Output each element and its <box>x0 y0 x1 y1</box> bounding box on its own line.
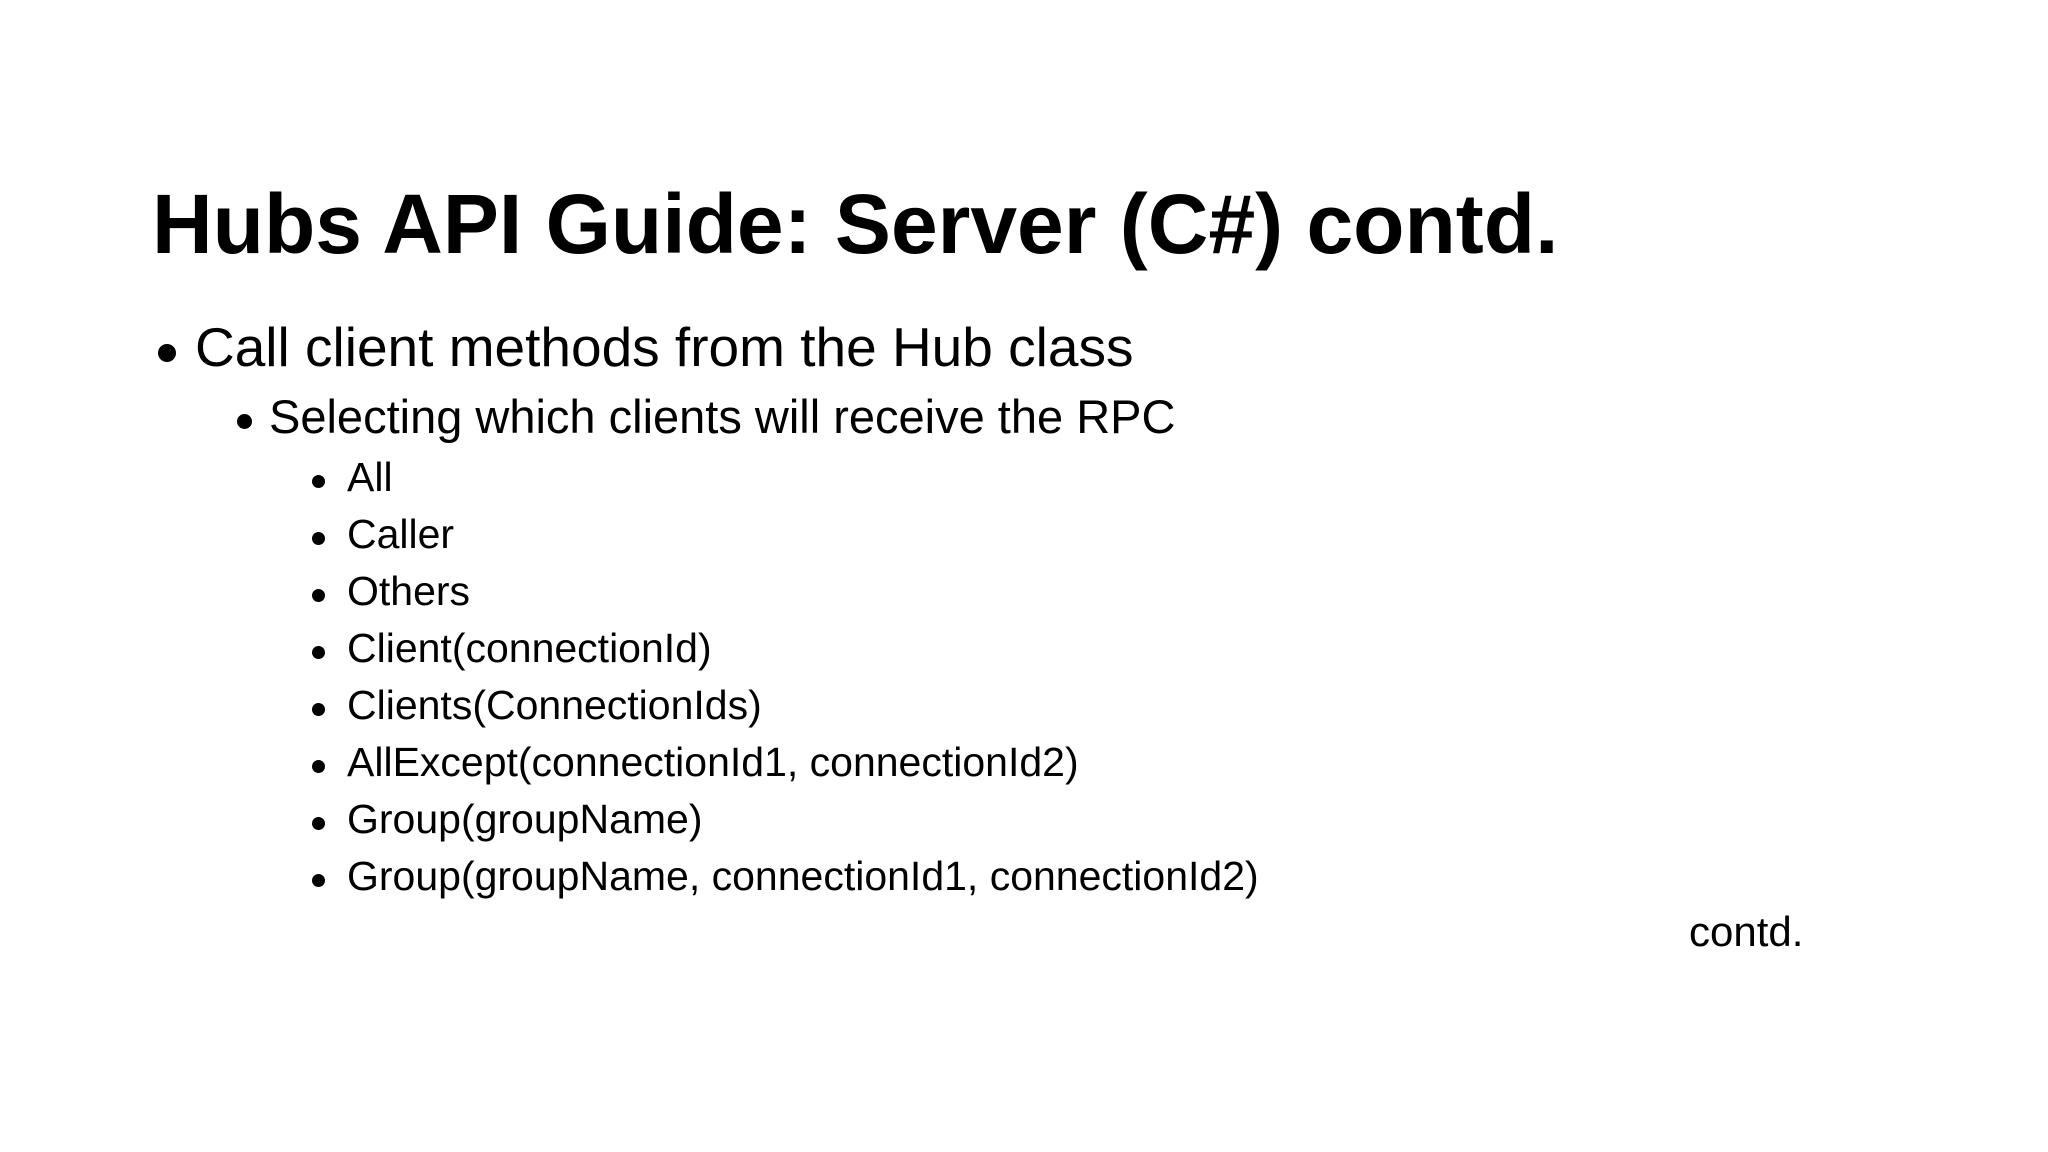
list-item-caller: Caller <box>312 511 455 557</box>
bullet-marker <box>312 817 325 830</box>
bullet-marker <box>312 532 325 545</box>
bullet-marker <box>312 646 325 659</box>
list-item-others: Others <box>312 568 471 614</box>
bullet-marker <box>312 475 325 488</box>
list-item-text: Selecting which clients will receive the… <box>269 390 1176 443</box>
list-item-call-client-methods: Call client methods from the Hub class <box>158 320 1133 375</box>
bullet-marker <box>312 703 325 716</box>
list-item-text: All <box>347 454 393 500</box>
list-item-group-groupname: Group(groupName) <box>312 796 703 842</box>
list-item-text: Group(groupName) <box>347 796 703 842</box>
list-item-client-connectionid: Client(connectionId) <box>312 625 712 671</box>
bullet-marker <box>158 344 176 362</box>
list-item-text: Caller <box>347 511 455 557</box>
list-item-group-overload: Group(groupName, connectionId1, connecti… <box>312 853 1259 899</box>
list-item-text: Clients(ConnectionIds) <box>347 682 762 728</box>
list-item-selecting-clients: Selecting which clients will receive the… <box>237 390 1176 443</box>
list-item-clients-connectionids: Clients(ConnectionIds) <box>312 682 762 728</box>
list-item-allexcept: AllExcept(connectionId1, connectionId2) <box>312 739 1079 785</box>
list-item-text: Call client methods from the Hub class <box>195 316 1134 378</box>
list-item-text: Others <box>347 568 471 614</box>
bullet-marker <box>237 414 252 429</box>
list-item-text: AllExcept(connectionId1, connectionId2) <box>347 739 1079 785</box>
list-item-text: Group(groupName, connectionId1, connecti… <box>347 853 1259 899</box>
slide-title: Hubs API Guide: Server (C#) contd. <box>152 177 1559 272</box>
bullet-marker <box>312 874 325 887</box>
list-item-text: Client(connectionId) <box>347 625 712 671</box>
bullet-marker <box>312 760 325 773</box>
continued-footnote: contd. <box>1689 908 1804 955</box>
bullet-marker <box>312 589 325 602</box>
list-item-all: All <box>312 454 393 500</box>
